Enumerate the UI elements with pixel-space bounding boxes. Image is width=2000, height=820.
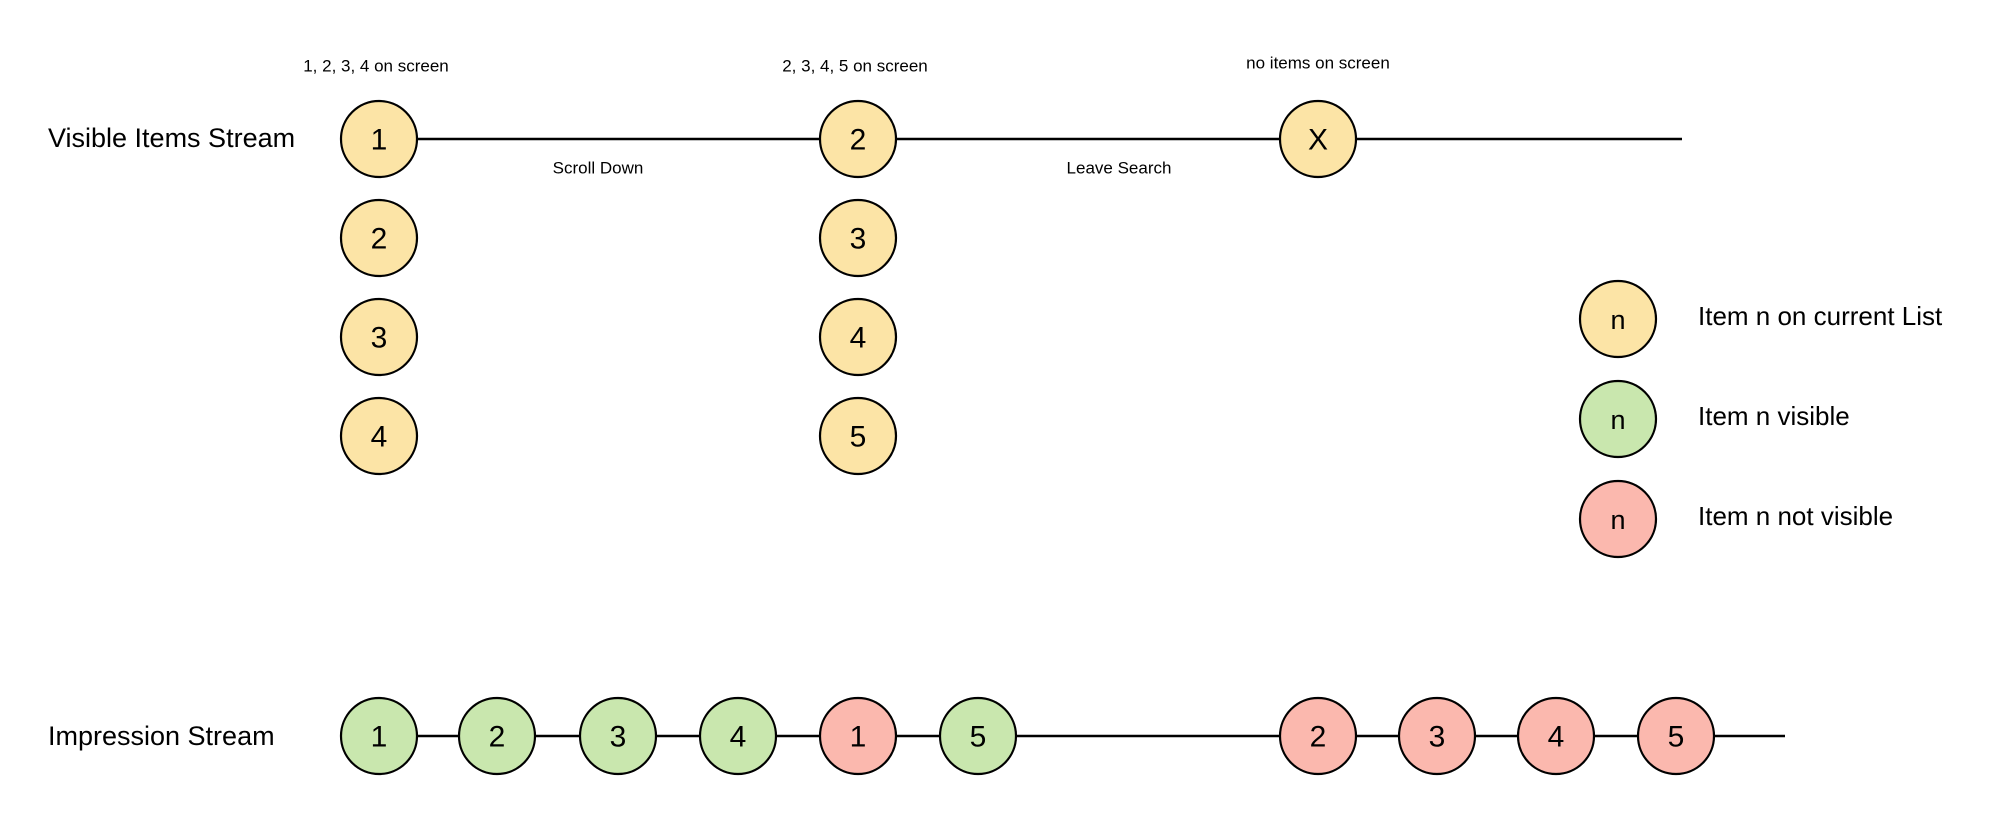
impression-8-label: 3 — [1429, 721, 1446, 754]
impression-stream-title: Impression Stream — [48, 721, 275, 751]
impression-9-label: 4 — [1548, 721, 1565, 754]
event-scroll-state-2-annotation: 2, 3, 4, 5 on screen — [782, 57, 928, 76]
event-scroll-state-1-annotation: 1, 2, 3, 4 on screen — [303, 57, 449, 76]
event-scroll-state-2-stack-label: 5 — [850, 421, 867, 454]
annotations-layer: 1, 2, 3, 4 on screen 2, 3, 4, 5 on screen… — [303, 54, 1390, 178]
impression-2-label: 2 — [489, 721, 506, 754]
event-scroll-state-2-stack-label: 4 — [850, 322, 867, 355]
timeline-nodes-layer: 1 2 X 1 2 3 4 1 5 2 3 4 5 — [339, 99, 1716, 776]
legend-item-not-visible-swatch — [1578, 479, 1658, 559]
impression-3-node[interactable] — [578, 696, 658, 776]
legend-item-visible-swatch — [1578, 379, 1658, 459]
transition-scroll-down-label: Scroll Down — [553, 159, 644, 178]
event-scroll-state-1-stack-label: 2 — [371, 223, 388, 256]
impression-6-node[interactable] — [938, 696, 1018, 776]
impression-6-label: 5 — [970, 721, 987, 754]
impression-5-node[interactable] — [818, 696, 898, 776]
event-scroll-state-2-stack-node[interactable] — [818, 297, 898, 377]
legend-item-visible-swatch-label: n — [1610, 405, 1625, 435]
event-scroll-state-2-stack-node[interactable] — [818, 396, 898, 476]
event-scroll-state-1-stack-label: 4 — [371, 421, 388, 454]
impression-3-label: 3 — [610, 721, 627, 754]
event-leave-search-label: X — [1308, 124, 1328, 157]
transition-leave-search-label: Leave Search — [1067, 159, 1172, 178]
impression-7-label: 2 — [1310, 721, 1327, 754]
impression-10-label: 5 — [1668, 721, 1685, 754]
impression-7-node[interactable] — [1278, 696, 1358, 776]
impression-5-label: 1 — [850, 721, 867, 754]
event-scroll-state-1-node[interactable] — [339, 99, 419, 179]
impression-10-node[interactable] — [1636, 696, 1716, 776]
item-stacks-layer: 2 3 4 3 4 5 — [339, 198, 898, 476]
event-scroll-state-1-stack-node[interactable] — [339, 198, 419, 278]
legend-item-not-visible-swatch-label: n — [1610, 505, 1625, 535]
legend-item-visible-text: Item n visible — [1698, 401, 1850, 431]
event-scroll-state-2-stack-node[interactable] — [818, 198, 898, 278]
legend-item-not-visible-text: Item n not visible — [1698, 501, 1893, 531]
impression-1-label: 1 — [371, 721, 388, 754]
event-scroll-state-2-stack-label: 3 — [850, 223, 867, 256]
event-scroll-state-1-stack-node[interactable] — [339, 297, 419, 377]
impression-1-node[interactable] — [339, 696, 419, 776]
legend-item-current-list-text: Item n on current List — [1698, 301, 1943, 331]
impression-9-node[interactable] — [1516, 696, 1596, 776]
visible-items-stream-title: Visible Items Stream — [48, 123, 295, 153]
event-scroll-state-1-stack-node[interactable] — [339, 396, 419, 476]
impression-2-node[interactable] — [457, 696, 537, 776]
legend-item-current-list-swatch — [1578, 279, 1658, 359]
impression-4-node[interactable] — [698, 696, 778, 776]
event-scroll-state-1-label: 1 — [371, 124, 388, 157]
event-scroll-state-2-node[interactable] — [818, 99, 898, 179]
timeline-lines-layer — [340, 137, 1785, 738]
impression-4-label: 4 — [730, 721, 747, 754]
event-scroll-state-1-stack-label: 3 — [371, 322, 388, 355]
event-leave-search-annotation: no items on screen — [1246, 54, 1390, 73]
event-scroll-state-2-label: 2 — [850, 124, 867, 157]
legend-item-current-list-swatch-label: n — [1610, 305, 1625, 335]
impression-8-node[interactable] — [1397, 696, 1477, 776]
event-leave-search-node[interactable] — [1278, 99, 1358, 179]
